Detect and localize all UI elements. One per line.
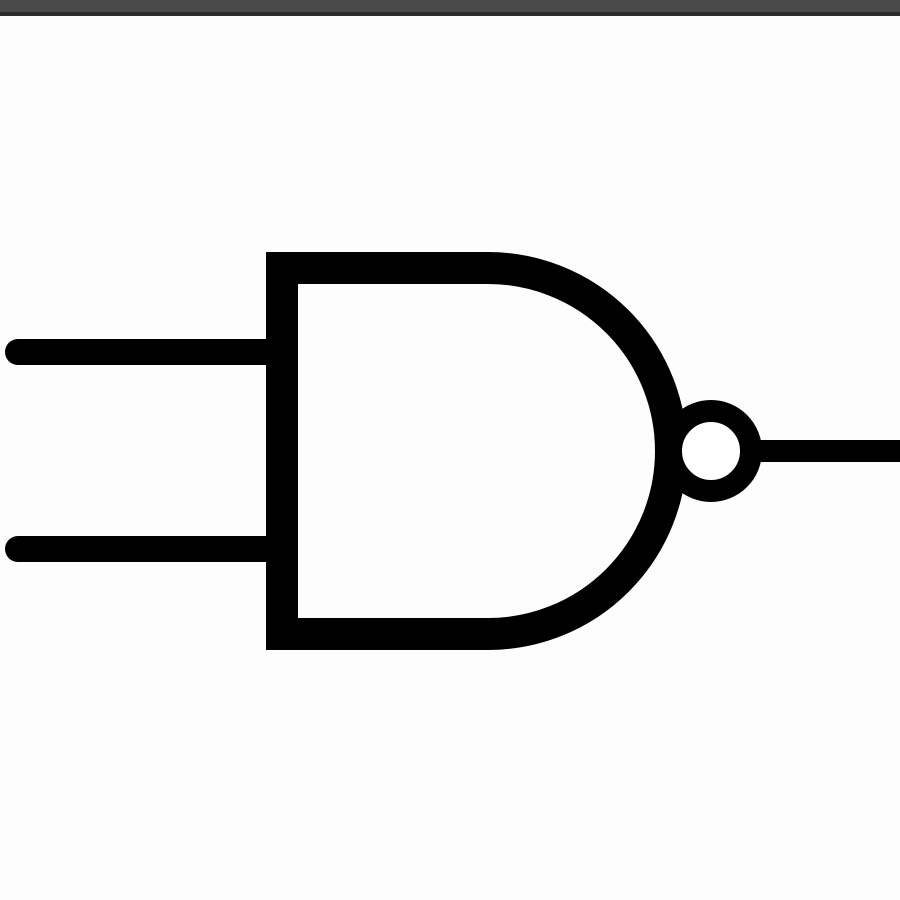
inversion-bubble bbox=[660, 400, 762, 502]
top-frame-border-shadow bbox=[0, 12, 900, 16]
and-gate-body bbox=[266, 252, 687, 650]
top-frame-border bbox=[0, 0, 900, 16]
